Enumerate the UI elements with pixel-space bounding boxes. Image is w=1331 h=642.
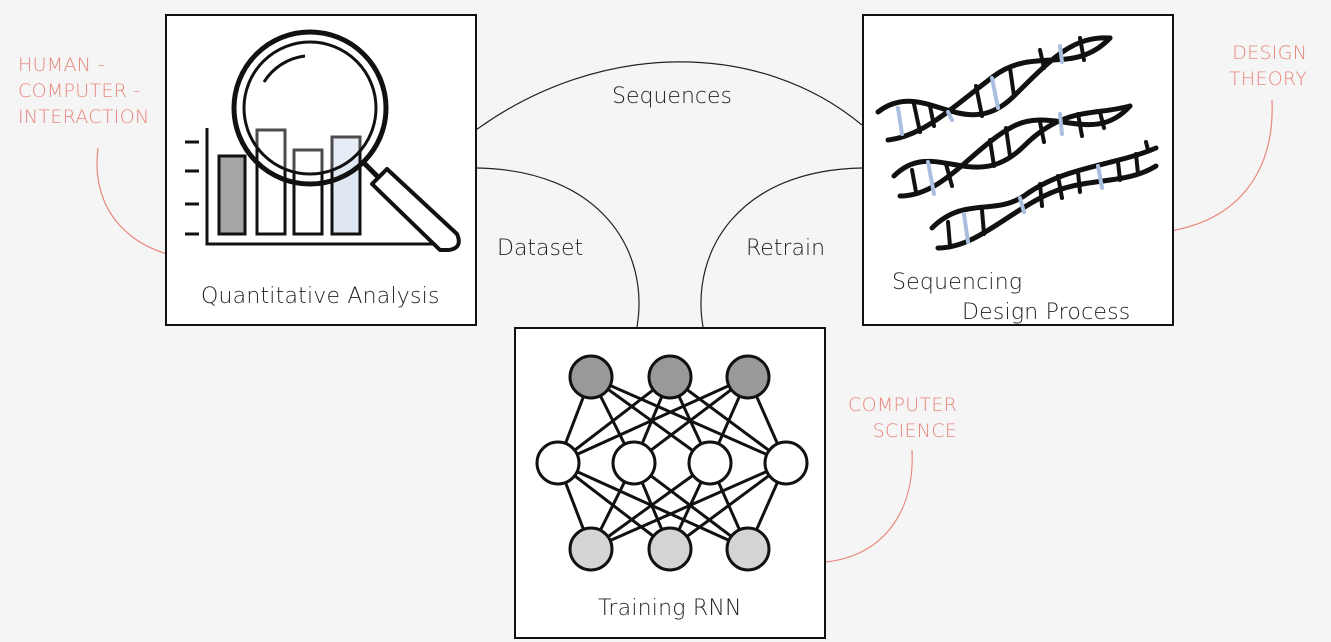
neural-network-icon bbox=[535, 354, 809, 572]
discipline-hci-line2: COMPUTER - bbox=[18, 80, 141, 102]
discipline-computer-science-line2: SCIENCE bbox=[872, 420, 958, 442]
discipline-computer-science: COMPUTER SCIENCE bbox=[848, 392, 957, 444]
training-label: Training RNN bbox=[598, 596, 742, 621]
sequencing-label-line2: Design Process bbox=[962, 300, 1131, 325]
discipline-design-theory-line2: THEORY bbox=[1229, 68, 1308, 90]
dna-strands-icon bbox=[875, 35, 1159, 251]
analysis-node: Quantitative Analysis bbox=[165, 14, 477, 326]
edge-dataset bbox=[476, 167, 640, 328]
discipline-hci: HUMAN - COMPUTER - INTERACTION bbox=[18, 52, 149, 130]
training-node: Training RNN bbox=[514, 327, 826, 639]
analysis-label: Quantitative Analysis bbox=[201, 284, 440, 309]
edge-label-dataset: Dataset bbox=[497, 236, 584, 261]
discipline-hci-line1: HUMAN - bbox=[18, 54, 105, 76]
edge-retrain bbox=[700, 167, 863, 328]
discipline-design-theory-line1: DESIGN bbox=[1232, 42, 1308, 64]
arc-computer-science bbox=[825, 449, 913, 563]
discipline-design-theory: DESIGN THEORY bbox=[1229, 40, 1307, 92]
discipline-hci-line3: INTERACTION bbox=[18, 106, 150, 128]
arc-design-theory bbox=[1154, 99, 1273, 234]
edge-label-sequences: Sequences bbox=[612, 84, 732, 109]
sequencing-node: Sequencing Design Process bbox=[862, 14, 1174, 326]
sequencing-label-line1: Sequencing bbox=[892, 270, 1023, 295]
magnifier-chart-icon bbox=[185, 29, 461, 252]
discipline-computer-science-line1: COMPUTER bbox=[848, 394, 958, 416]
edge-label-retrain: Retrain bbox=[746, 236, 826, 261]
edge-sequences bbox=[475, 61, 863, 131]
